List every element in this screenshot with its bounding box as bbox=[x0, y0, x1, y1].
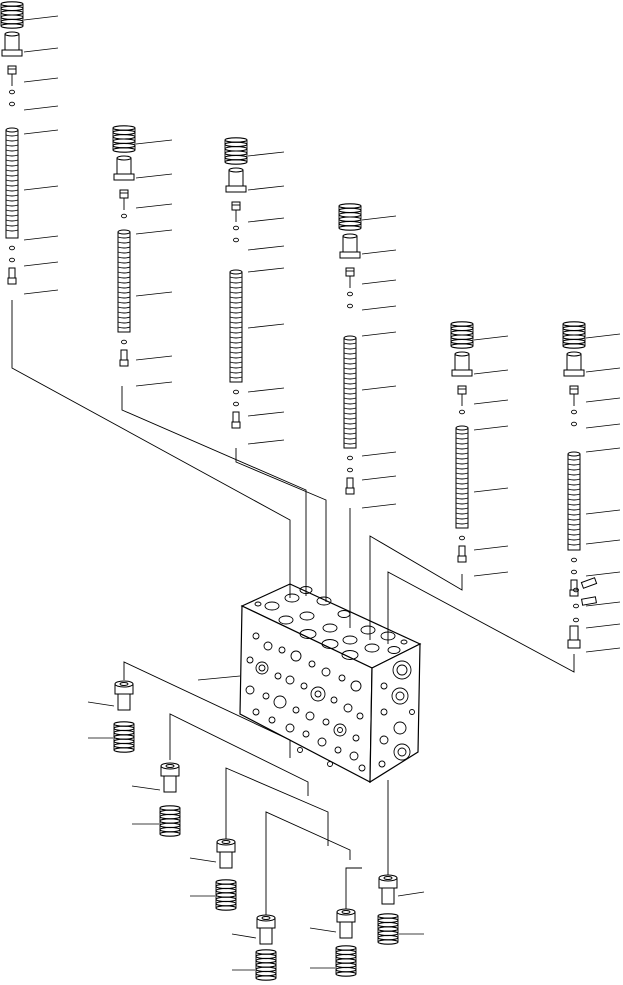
o-ring bbox=[121, 339, 127, 345]
o-ring bbox=[233, 389, 239, 395]
spring bbox=[159, 805, 181, 837]
right-face-ports bbox=[378, 660, 415, 768]
spool bbox=[343, 335, 357, 449]
spring bbox=[377, 913, 399, 945]
stopper bbox=[231, 201, 241, 211]
o-ring bbox=[9, 245, 15, 251]
o-ring bbox=[233, 237, 239, 243]
o-ring bbox=[573, 603, 579, 609]
spring bbox=[215, 879, 237, 911]
plug bbox=[231, 411, 241, 429]
spring bbox=[450, 321, 474, 349]
front-face-ports bbox=[245, 632, 366, 772]
o-ring bbox=[233, 401, 239, 407]
spring-cap bbox=[563, 351, 585, 377]
plug bbox=[378, 874, 398, 905]
leader-lines bbox=[309, 927, 337, 969]
spring bbox=[0, 1, 24, 29]
stopper bbox=[569, 385, 579, 395]
spool-stacks bbox=[0, 1, 621, 653]
plug bbox=[160, 762, 180, 793]
stopper bbox=[119, 189, 129, 199]
block-leader-line bbox=[197, 675, 241, 681]
stopper bbox=[457, 385, 467, 395]
o-ring bbox=[571, 421, 577, 427]
spring-cap bbox=[1, 31, 23, 57]
o-ring bbox=[459, 535, 465, 541]
spool bbox=[5, 127, 19, 239]
spool-stack-6 bbox=[562, 321, 621, 653]
spool-stack-5 bbox=[450, 321, 509, 577]
o-ring bbox=[571, 557, 577, 563]
o-ring bbox=[573, 617, 579, 623]
lower-plug-4 bbox=[231, 914, 277, 981]
o-ring bbox=[347, 455, 353, 461]
o-ring bbox=[459, 409, 465, 415]
o-ring bbox=[347, 467, 353, 473]
relief-valve-parts bbox=[567, 577, 598, 649]
control-valve-block bbox=[197, 583, 422, 784]
spring bbox=[113, 721, 135, 753]
lower-plug-5 bbox=[309, 908, 357, 977]
o-ring bbox=[571, 569, 577, 575]
spool-stack-2 bbox=[112, 125, 173, 387]
o-ring bbox=[571, 409, 577, 415]
o-ring bbox=[233, 225, 239, 231]
spool-stack-4 bbox=[338, 203, 397, 509]
assembly-route-lines bbox=[11, 300, 575, 918]
o-ring bbox=[347, 303, 353, 309]
spring bbox=[112, 125, 136, 153]
plug bbox=[7, 267, 17, 285]
spring bbox=[255, 949, 277, 981]
spool bbox=[117, 229, 131, 333]
spring bbox=[562, 321, 586, 349]
leader-lines bbox=[247, 151, 285, 445]
leader-lines bbox=[231, 933, 257, 971]
spool-stack-1 bbox=[0, 1, 59, 295]
o-ring bbox=[121, 213, 127, 219]
stopper bbox=[7, 65, 17, 75]
o-ring bbox=[9, 101, 15, 107]
spool bbox=[455, 425, 469, 529]
lower-plug-1 bbox=[87, 680, 135, 753]
o-ring bbox=[9, 257, 15, 263]
leader-lines bbox=[87, 701, 115, 739]
spring-cap bbox=[225, 167, 247, 193]
spring bbox=[335, 945, 357, 977]
spring-cap bbox=[451, 351, 473, 377]
stopper bbox=[345, 267, 355, 277]
o-ring bbox=[347, 291, 353, 297]
spring-cap bbox=[339, 233, 361, 259]
leader-lines bbox=[361, 215, 397, 509]
plug bbox=[114, 680, 134, 711]
spring-cap bbox=[113, 155, 135, 181]
plug bbox=[569, 579, 579, 597]
plug bbox=[256, 914, 276, 945]
plug bbox=[216, 838, 236, 869]
lower-plug-2 bbox=[131, 762, 181, 837]
leader-lines bbox=[131, 785, 161, 825]
leader-lines bbox=[397, 891, 425, 935]
lower-plug-6 bbox=[377, 874, 425, 945]
spring bbox=[224, 137, 248, 165]
spool bbox=[567, 451, 581, 551]
plug bbox=[336, 908, 356, 939]
leader-lines bbox=[473, 335, 509, 577]
plug bbox=[119, 349, 129, 367]
lower-plug-set bbox=[87, 680, 425, 981]
leader-lines bbox=[135, 139, 173, 387]
leader-lines bbox=[585, 333, 621, 653]
plug bbox=[345, 477, 355, 495]
leader-lines bbox=[189, 857, 217, 897]
spool-stack-3 bbox=[224, 137, 285, 445]
o-ring bbox=[9, 89, 15, 95]
lower-plug-3 bbox=[189, 838, 237, 911]
o-ring bbox=[573, 587, 579, 593]
spool bbox=[229, 269, 243, 383]
leader-lines bbox=[23, 15, 59, 295]
plug bbox=[457, 545, 467, 563]
spring bbox=[338, 203, 362, 231]
